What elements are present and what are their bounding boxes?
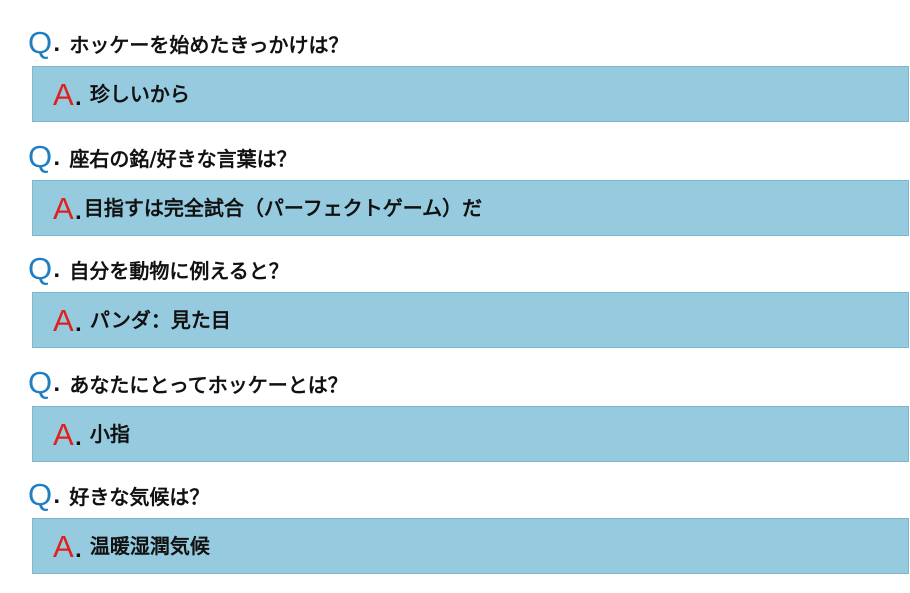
question-row: Q . 自分を動物に例えると？ (28, 244, 289, 284)
question-dot: . (53, 486, 61, 509)
answer-mark: A (53, 302, 74, 338)
answer-text: パンダ：見た目 (89, 308, 231, 332)
answer-box: A . 温暖湿潤気候 (32, 518, 909, 574)
question-mark: Q (28, 477, 53, 512)
answer-text: 珍しいから (89, 82, 190, 106)
question-text: 好きな気候は？ (69, 485, 210, 509)
answer-mark: A (53, 528, 74, 564)
answer-mark: A (53, 190, 74, 226)
question-dot: . (53, 374, 61, 397)
answer-text: 小指 (89, 422, 130, 446)
question-row: Q . 好きな気候は？ (28, 470, 209, 510)
question-row: Q . ホッケーを始めたきっかけは？ (28, 18, 349, 58)
answer-text: 目指すは完全試合（パーフェクトゲーム）だ (83, 196, 483, 220)
question-row: Q . あなたにとってホッケーとは？ (28, 358, 348, 398)
question-mark: Q (28, 251, 53, 286)
answer-box: A . パンダ：見た目 (32, 292, 909, 348)
answer-dot: . (74, 87, 82, 110)
question-mark: Q (28, 139, 53, 174)
question-dot: . (53, 34, 61, 57)
answer-dot: . (74, 427, 82, 450)
question-text: あなたにとってホッケーとは？ (69, 373, 348, 397)
answer-box: A . 目指すは完全試合（パーフェクトゲーム）だ (32, 180, 909, 236)
question-text: 座右の銘/好きな言葉は？ (69, 147, 297, 171)
question-row: Q . 座右の銘/好きな言葉は？ (28, 132, 297, 172)
answer-dot: . (74, 201, 82, 224)
question-mark: Q (28, 365, 53, 400)
question-dot: . (53, 260, 61, 283)
answer-dot: . (74, 313, 82, 336)
question-mark: Q (28, 25, 53, 60)
question-text: ホッケーを始めたきっかけは？ (69, 33, 349, 57)
answer-mark: A (53, 76, 74, 112)
question-dot: . (53, 148, 61, 171)
answer-dot: . (74, 539, 82, 562)
answer-text: 温暖湿潤気候 (89, 534, 210, 558)
answer-box: A . 珍しいから (32, 66, 909, 122)
answer-box: A . 小指 (32, 406, 909, 462)
answer-mark: A (53, 416, 74, 452)
question-text: 自分を動物に例えると？ (69, 259, 289, 283)
